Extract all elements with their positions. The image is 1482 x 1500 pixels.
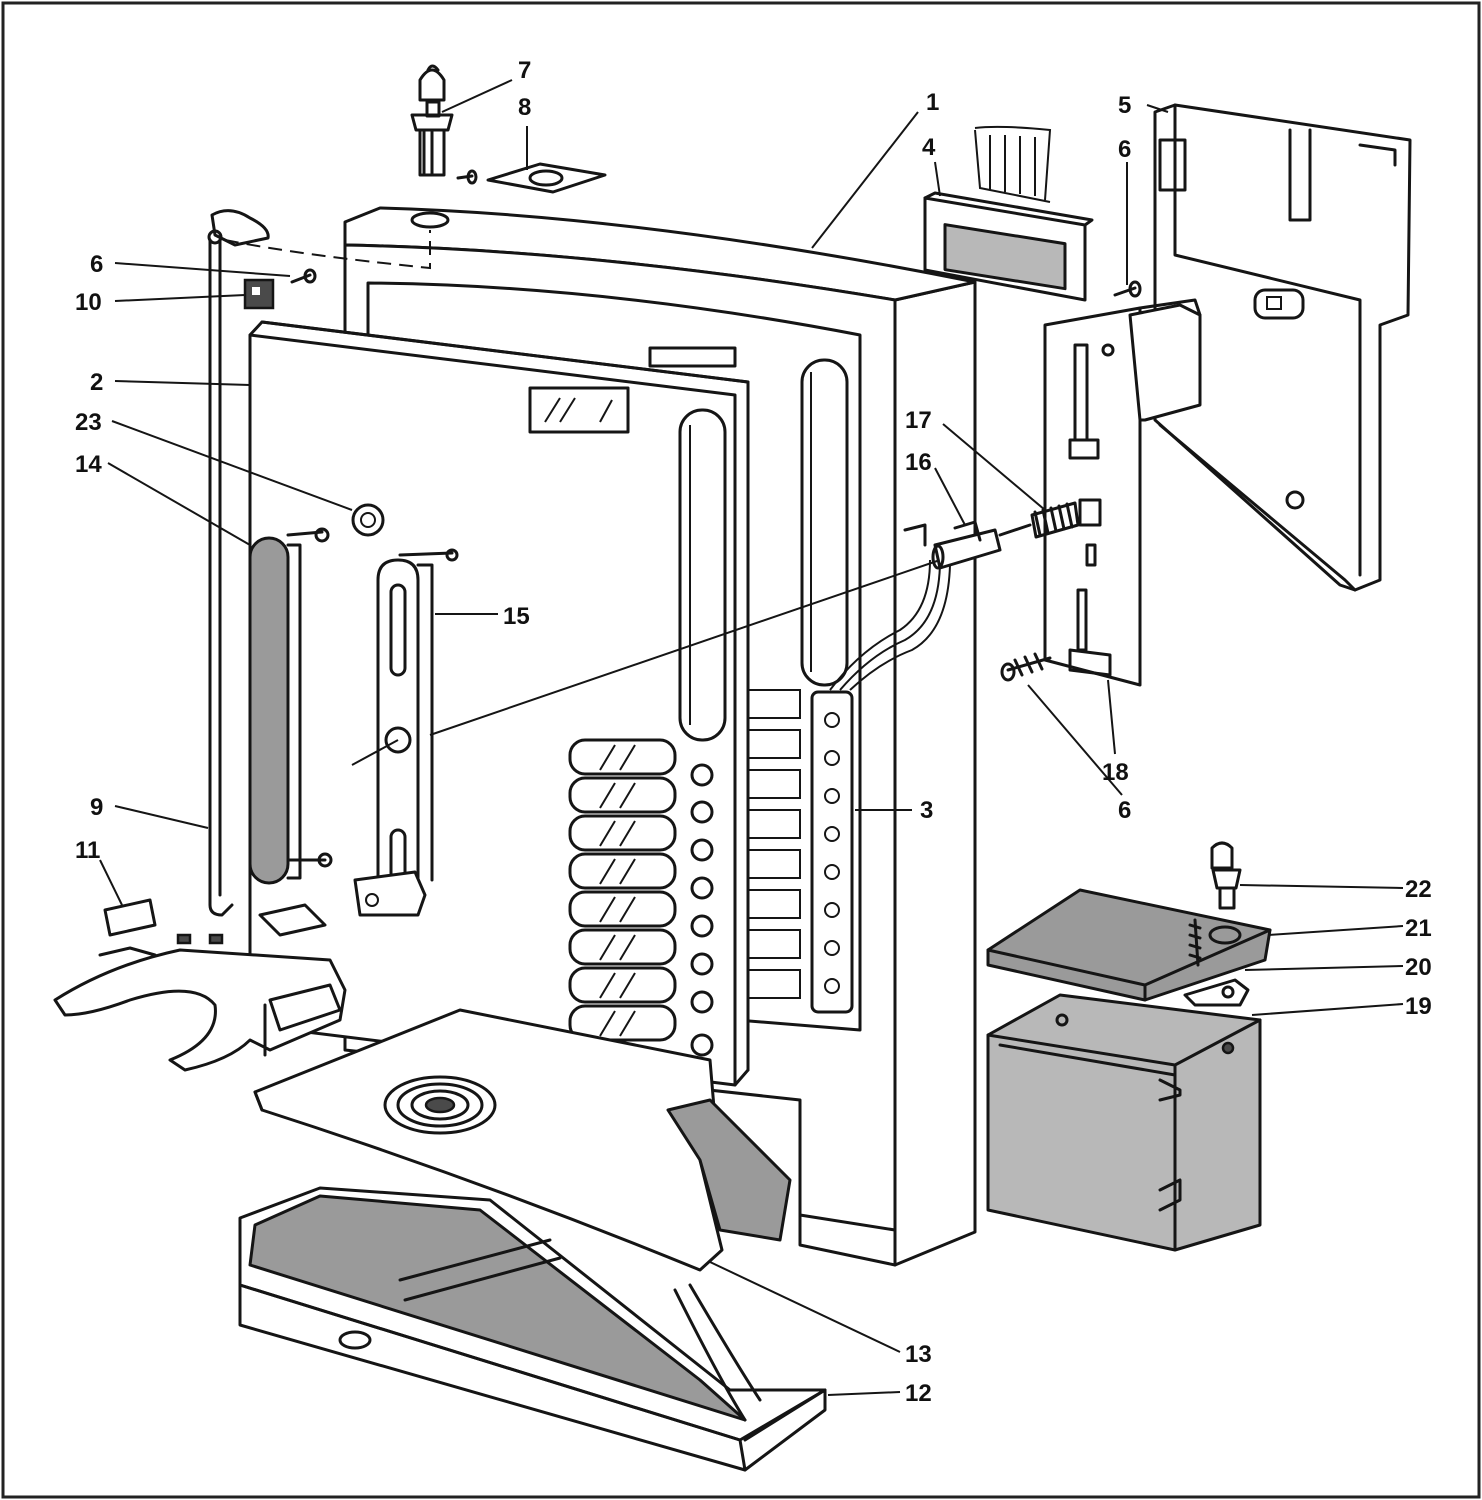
label-part-18: 18 (1102, 759, 1129, 786)
label-part-11: 11 (75, 837, 100, 864)
label-part-12: 12 (905, 1380, 932, 1407)
label-part-17: 17 (905, 407, 932, 434)
lock-rod (207, 209, 270, 917)
selection-buttons (690, 763, 714, 1057)
label-part-5: 5 (1118, 92, 1131, 119)
label-part-7: 7 (518, 57, 531, 84)
label-part-16: 16 (905, 449, 932, 476)
bracket-part-10 (243, 278, 275, 310)
spring-part-17 (998, 501, 1080, 539)
lock-plate-part-15 (353, 548, 459, 917)
label-part-13: 13 (905, 1341, 932, 1368)
label-part-14: 14 (75, 451, 102, 478)
cash-box-part-19 (986, 993, 1262, 1252)
screw-part-6-upper (1113, 280, 1142, 298)
part-number-labels: 1 2 3 4 5 6 6 6 7 8 9 10 11 12 13 14 15 … (75, 57, 1432, 1407)
screw-part-6-left (290, 268, 317, 284)
label-part-20: 20 (1405, 954, 1432, 981)
cash-box-lid-part-21 (986, 888, 1272, 1002)
label-part-9: 9 (90, 794, 103, 821)
key-lock (410, 64, 454, 177)
label-part-22: 22 (1405, 876, 1432, 903)
label-part-6-upper: 6 (1118, 136, 1131, 163)
lock-part-22 (1210, 841, 1242, 1055)
drip-recess (666, 1098, 792, 1242)
screw-part-6-lower (1000, 652, 1052, 682)
plate-part-8 (486, 162, 607, 194)
latch-part-16 (903, 520, 1002, 570)
label-part-15: 15 (503, 603, 530, 630)
label-part-4: 4 (922, 134, 936, 161)
rear-housing-part-5 (1153, 103, 1412, 592)
label-part-21: 21 (1405, 915, 1432, 942)
label-part-19: 19 (1405, 993, 1432, 1020)
label-part-2: 2 (90, 369, 103, 396)
washer-part-23 (351, 503, 385, 537)
label-part-23: 23 (75, 409, 102, 436)
latch-part-20 (1183, 978, 1250, 1007)
lock-screw (456, 169, 478, 185)
label-part-6-left: 6 (90, 251, 103, 278)
leader-lines (99, 79, 1404, 1396)
display-module-part-4 (923, 125, 1094, 302)
label-part-6-lower: 6 (1118, 797, 1131, 824)
drip-grille-part-13 (253, 1008, 724, 1272)
drip-tray-part-12 (238, 1186, 827, 1472)
label-part-1: 1 (926, 89, 939, 116)
label-part-8: 8 (518, 94, 531, 121)
label-part-3: 3 (920, 797, 933, 824)
mounting-bracket-part-18 (1043, 298, 1202, 687)
door-handle (248, 527, 333, 885)
selection-labels (568, 738, 677, 1042)
cup-holder-plate-part-11 (53, 898, 347, 1072)
label-part-10: 10 (75, 289, 102, 316)
